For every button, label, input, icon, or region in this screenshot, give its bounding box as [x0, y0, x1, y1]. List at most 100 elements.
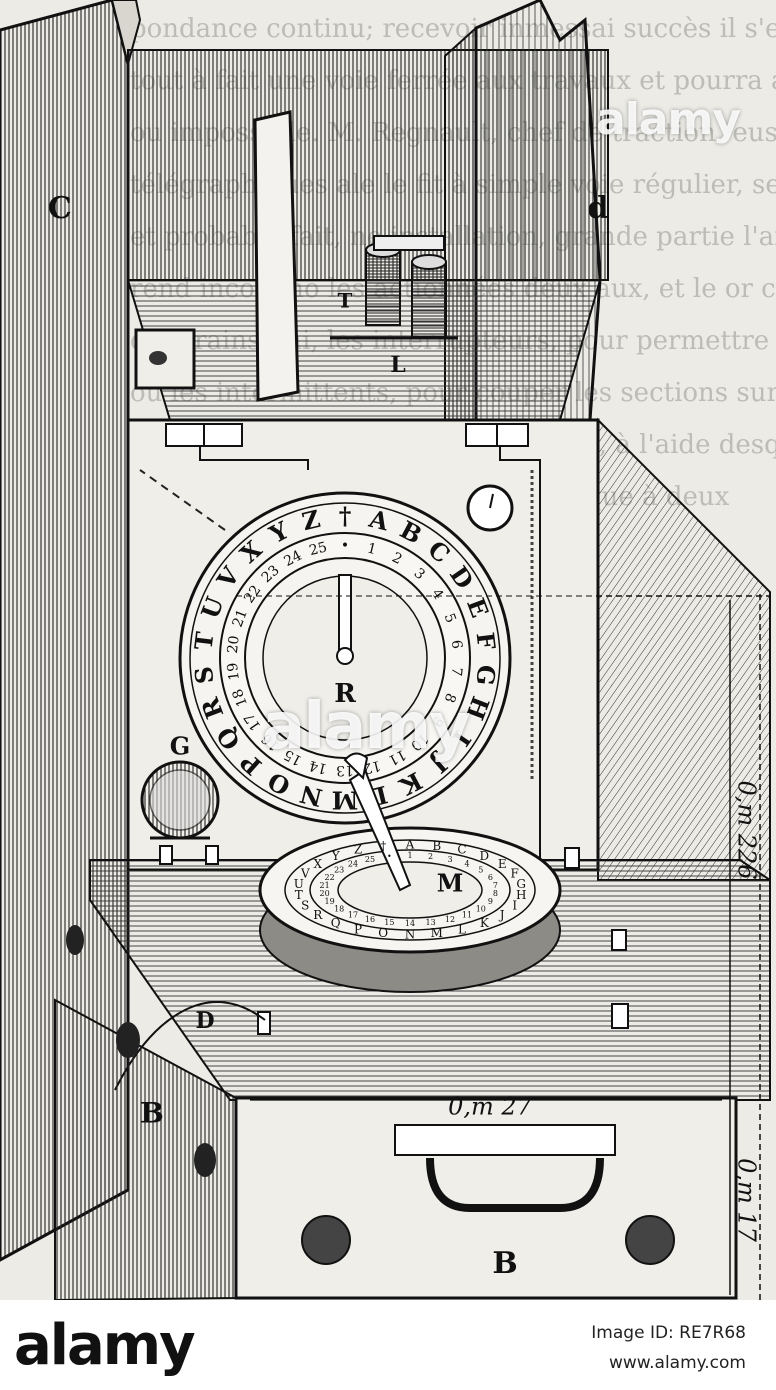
electromagnet	[330, 235, 458, 340]
label-m: M	[437, 869, 464, 898]
drawer-knob	[149, 351, 167, 365]
dial-number: 6	[448, 639, 465, 650]
manipulator-number: 6	[488, 873, 493, 882]
side-hole	[194, 1143, 216, 1177]
manipulator-letter: Z	[354, 843, 362, 857]
watermark: alamy	[596, 94, 741, 145]
watermark: alamy	[262, 690, 471, 764]
background-text-line: pondance continu; recevoir inmessai succ…	[130, 14, 776, 44]
manipulator-letter: H	[516, 888, 526, 902]
manipulator-number: 7	[493, 881, 498, 890]
dial-number: 19	[225, 662, 243, 682]
base-box-side	[54, 998, 237, 1300]
dial-number: 25	[308, 539, 329, 559]
dial-number: 21	[230, 607, 251, 629]
manipulator-number: 16	[365, 915, 375, 924]
dial-letter: Z	[299, 504, 323, 536]
manipulator-letter: †	[380, 839, 386, 853]
label-c-right: d	[588, 191, 609, 226]
handle-plate	[394, 1124, 616, 1156]
dashed-wire	[139, 469, 226, 531]
brand-logo: alamy	[14, 1313, 196, 1378]
manipulator-letter: M	[431, 926, 443, 940]
manipulator-number: 24	[348, 860, 358, 869]
telegraph-apparatus-engraving: pondance continu; recevoir inmessai succ…	[0, 0, 776, 1300]
manipulator-letter: D	[479, 849, 489, 863]
dial-number: 24	[281, 548, 304, 570]
manipulator-letter: F	[511, 867, 519, 881]
manipulator-number: 22	[325, 873, 335, 882]
manipulator-letter: L	[458, 922, 466, 936]
dimension-depth: 0,m 17	[733, 1158, 761, 1243]
left-door-edge	[110, 0, 142, 68]
dimension-height: 0,m 226	[733, 780, 761, 879]
side-hole	[116, 1022, 140, 1058]
manipulator-letter: R	[313, 908, 323, 922]
box-hole	[625, 1215, 675, 1265]
manipulator-letter: U	[294, 877, 304, 891]
manipulator-number: 17	[348, 910, 358, 919]
manipulator-letter: J	[498, 908, 505, 922]
dial-needle	[338, 574, 352, 654]
manipulator-letter: B	[432, 839, 441, 853]
vertical-post	[253, 110, 300, 402]
label-d: D	[195, 1008, 214, 1034]
dial-letter: G	[470, 663, 501, 687]
label-l: L	[390, 352, 405, 378]
dial-number: •	[341, 538, 349, 554]
manipulator-number: 23	[334, 866, 344, 875]
dial-number: 7	[448, 666, 465, 677]
manipulator-letter: P	[354, 922, 362, 936]
manipulator-number: 4	[464, 860, 469, 869]
manipulator-letter: Y	[331, 849, 341, 863]
box-hole	[301, 1215, 351, 1265]
manipulator-letter: G	[516, 877, 526, 891]
label-b-front: B	[492, 1246, 517, 1281]
manipulator-letter: T	[295, 888, 303, 902]
manipulator-number: •	[387, 852, 392, 861]
manipulator-number: 13	[426, 918, 436, 927]
manipulator-number: 12	[445, 915, 455, 924]
dial-number: 1	[366, 540, 378, 558]
manipulator-number: 10	[476, 904, 486, 913]
manipulator-letter: N	[405, 928, 416, 942]
wire	[499, 446, 541, 870]
label-t: T	[338, 289, 353, 313]
label-r: R	[334, 679, 356, 709]
manipulator-letter: A	[405, 838, 415, 852]
side-hole	[66, 925, 84, 955]
label-b-side: B	[140, 1097, 164, 1130]
small-gauge	[466, 484, 514, 532]
dial-letter: T	[189, 630, 220, 651]
manipulator-letter: Q	[331, 916, 341, 930]
dial-number: 15	[281, 746, 304, 768]
right-hinge	[465, 423, 529, 447]
manipulator-letter: K	[480, 916, 490, 930]
manipulator-letter: V	[300, 867, 310, 881]
manipulator-letter: I	[512, 899, 517, 913]
manipulator-letter: E	[498, 857, 507, 871]
dial-letter: F	[471, 631, 502, 651]
manipulator-letter: X	[314, 857, 323, 871]
manipulator-letter: C	[457, 843, 466, 857]
stock-footer	[0, 1300, 776, 1390]
dimension-lines	[236, 594, 770, 1300]
manipulator-number: 2	[428, 852, 433, 861]
dial-number: 20	[225, 635, 243, 655]
dial-number: 13	[336, 762, 354, 778]
manipulator-number: 19	[325, 897, 335, 906]
box-handle	[426, 1157, 604, 1212]
dial-letter: S	[189, 665, 220, 686]
manipulator-number: 11	[462, 910, 472, 919]
upper-shelf-floor	[126, 279, 602, 421]
engraving-illustration: pondance continu; recevoir inmessai succ…	[0, 0, 776, 1300]
manipulator-letter: S	[301, 899, 309, 913]
manipulator-number: 20	[320, 889, 330, 898]
galvanometer	[140, 760, 220, 840]
dial-number: 14	[308, 757, 329, 777]
manipulator-number: 1	[407, 851, 412, 860]
label-g: G	[170, 732, 191, 761]
manipulator-letter: O	[378, 926, 388, 940]
dial-number: 11	[385, 746, 408, 768]
